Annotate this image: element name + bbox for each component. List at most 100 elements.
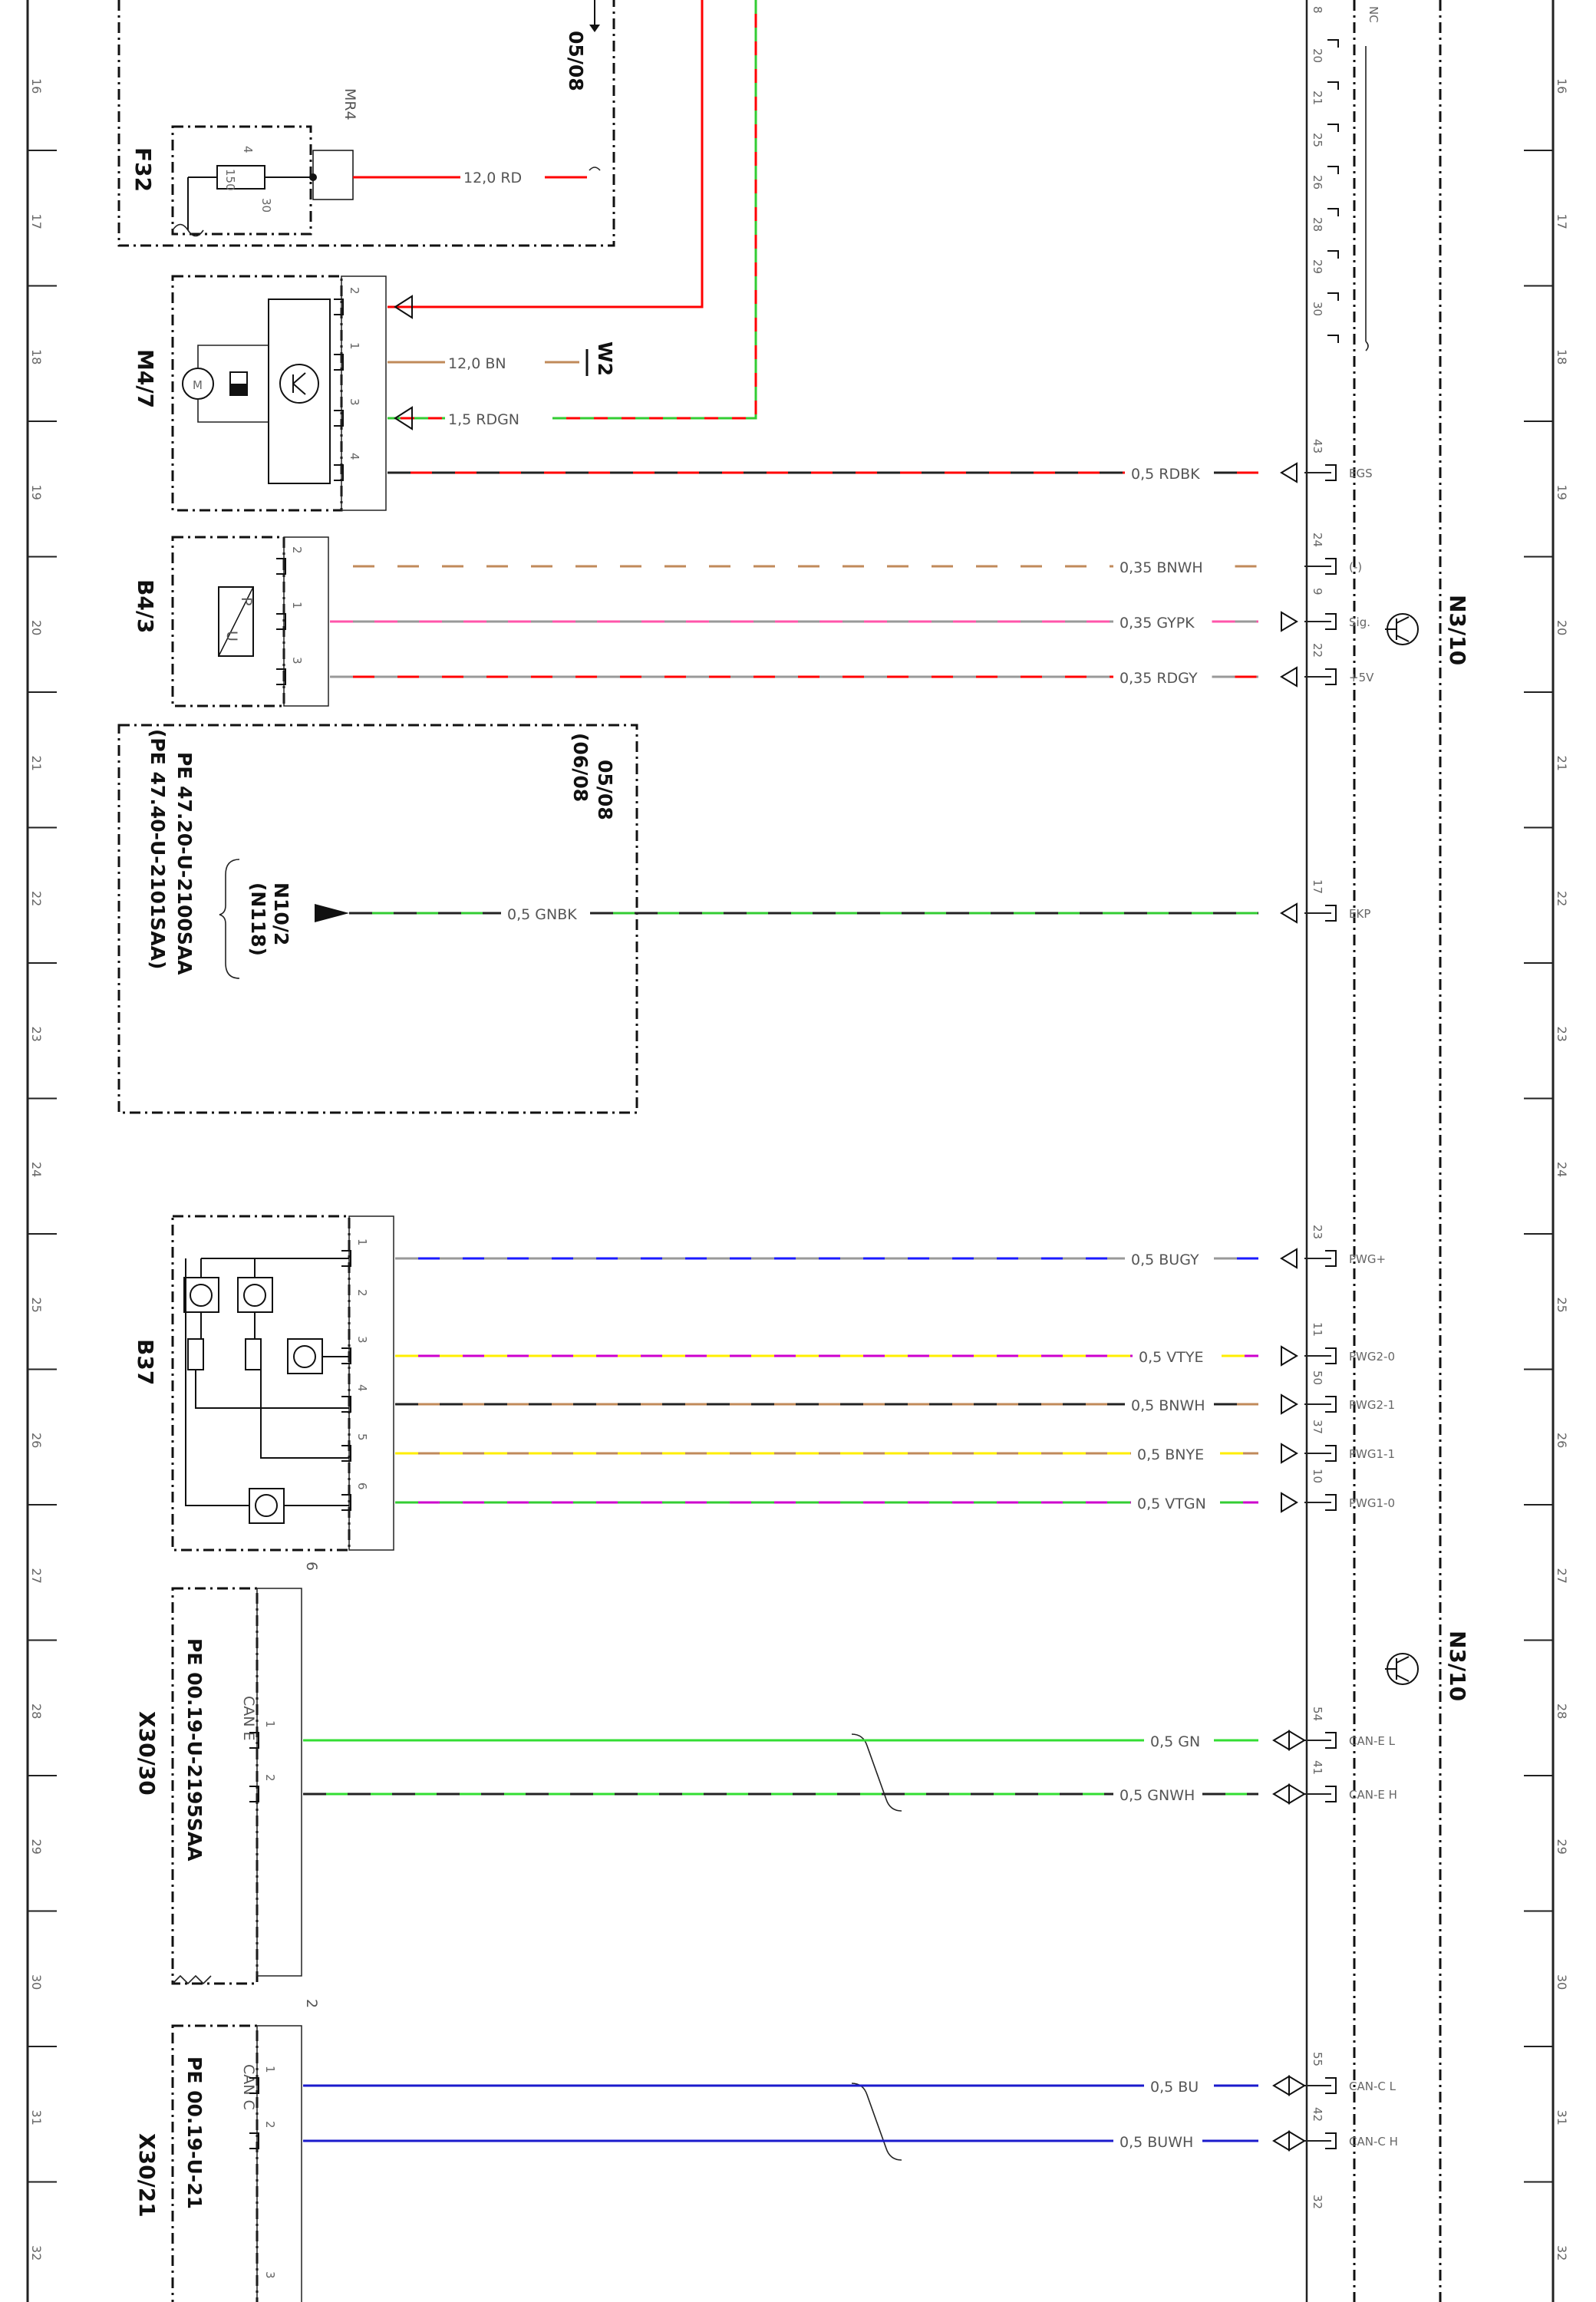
grid-number: 19	[29, 485, 44, 500]
ecu-pin-number: 50	[1311, 1370, 1324, 1385]
grid-number: 21	[29, 756, 44, 771]
ecu-pin-label: EGS	[1349, 467, 1373, 480]
x30-30-connector: 6 CAN E PE 00.19-U-2195SAA X30/30	[134, 1562, 320, 1985]
ecu-pin-number: 17	[1311, 879, 1324, 894]
grid-number: 23	[1555, 1027, 1569, 1042]
connector-pin-number: 6	[355, 1482, 369, 1490]
pe-47-20-label: PE 47.20-U-2100SAA	[173, 752, 196, 975]
ecu-pin-number: 54	[1311, 1707, 1324, 1721]
grid-number: 16	[29, 78, 44, 94]
grid-number: 30	[1555, 1974, 1569, 1990]
grid-number: 32	[29, 2245, 44, 2261]
ref-06-08-mid: (06/08	[569, 733, 592, 802]
x30-21-label: X30/21	[134, 2133, 160, 2218]
ecu-pin-label: CAN-C H	[1349, 2135, 1398, 2149]
ref-05-08-mid: 05/08	[594, 760, 616, 820]
wire-label: 0,5 BNWH	[1131, 1397, 1205, 1414]
b37-pedal-sensor: B37	[133, 1215, 394, 1552]
mr4-label: MR4	[341, 88, 358, 120]
connector-pin-number: 2	[348, 287, 361, 295]
ecu-pin-number: 43	[1311, 439, 1324, 453]
grid-number: 18	[1555, 349, 1569, 364]
grid-number: 17	[29, 214, 44, 229]
grid-number: 24	[29, 1162, 44, 1177]
ecu-pin-number: 29	[1311, 259, 1324, 274]
grid-number: 18	[29, 349, 44, 364]
svg-text:U: U	[223, 631, 240, 641]
connector-pin-number: 2	[355, 1289, 369, 1297]
grid-number: 22	[1555, 891, 1569, 906]
b4-3-label: B4/3	[133, 579, 158, 634]
ecu-pin-label: PWG2-0	[1349, 1350, 1395, 1364]
n10-2-label: N10/2	[270, 882, 292, 945]
fuse-value: 150	[223, 169, 237, 191]
ecu-pin-number: 9	[1311, 588, 1324, 595]
connector-pin-number: 1	[290, 602, 304, 609]
ecu-pin-label: CAN-C L	[1349, 2079, 1396, 2093]
wire-label: 1,5 RDGN	[448, 411, 519, 428]
connector-pin-number: 3	[263, 2271, 277, 2279]
svg-text:P: P	[238, 597, 255, 605]
ecu-pin-label: Sig.	[1349, 615, 1370, 629]
potentiometer-icon	[183, 1258, 349, 1524]
ecu-pin-label: +5V	[1349, 671, 1374, 684]
grid-number: 21	[1555, 756, 1569, 771]
connector-pin-number: 3	[355, 1336, 369, 1344]
ecu-pin-label: PWG2-1	[1349, 1398, 1395, 1412]
grid-number: 31	[1555, 2110, 1569, 2126]
w2-label: W2	[594, 341, 616, 376]
x30-21-connector: 2 CAN C PE 00.19-U-21 X30/21	[134, 1733, 902, 2302]
ecu-pin-number: 22	[1311, 643, 1324, 658]
pe-00-19-21-label: PE 00.19-U-21	[183, 2056, 206, 2209]
svg-text:2: 2	[303, 1999, 320, 2008]
wire-label: 0,5 GNWH	[1120, 1787, 1195, 1804]
f32-label: F32	[130, 147, 156, 192]
ecu-pin-label: EKP	[1349, 907, 1370, 921]
svg-text:6: 6	[303, 1562, 320, 1571]
wire-label: 0,5 BUGY	[1131, 1252, 1199, 1268]
can-c-label: CAN C	[240, 2064, 257, 2110]
svg-text:M: M	[193, 378, 203, 392]
connector-pin-number: 4	[355, 1384, 369, 1392]
wire-label: 0,5 BUWH	[1120, 2134, 1193, 2151]
svg-text:4: 4	[241, 146, 255, 153]
ecu-pin-label: (-)	[1349, 560, 1362, 574]
ecu-pin-number: 55	[1311, 2052, 1324, 2066]
grid-number: 28	[29, 1703, 44, 1719]
grid-number: 27	[29, 1568, 44, 1584]
pe-00-19-2195-label: PE 00.19-U-2195SAA	[183, 1638, 206, 1862]
ecu-pin-number: 8	[1311, 6, 1324, 14]
connector-pin-number: 1	[263, 2066, 277, 2073]
grid-number: 16	[1555, 78, 1569, 94]
wire-label: 0,35 GYPK	[1120, 615, 1195, 632]
grid-number: 27	[1555, 1568, 1569, 1584]
ecu-pin-number: 23	[1311, 1225, 1324, 1239]
grid-number: 17	[1555, 214, 1569, 229]
grid-number: 24	[1555, 1162, 1569, 1177]
n118-label: (N118)	[247, 882, 269, 956]
n3-10-label: N3/10	[1445, 1631, 1470, 1701]
connector-pin-number: 1	[348, 342, 361, 350]
ecu-pin-label: PWG1-0	[1349, 1496, 1395, 1510]
ecu-pin-number: 32	[1311, 2195, 1324, 2209]
connector-pin-number: 3	[348, 398, 361, 406]
wire-label: 0,5 RDBK	[1131, 466, 1200, 483]
connector-pin-number: 3	[290, 657, 304, 665]
pe-47-40-label: (PE 47.40-U-2101SAA)	[147, 729, 169, 969]
grid-number: 20	[29, 620, 44, 635]
grid-number: 29	[1555, 1839, 1569, 1855]
nc-label: NC	[1367, 6, 1380, 23]
ecu-pin-number: 30	[1311, 302, 1324, 316]
ecu-pin-number: 41	[1311, 1760, 1324, 1775]
